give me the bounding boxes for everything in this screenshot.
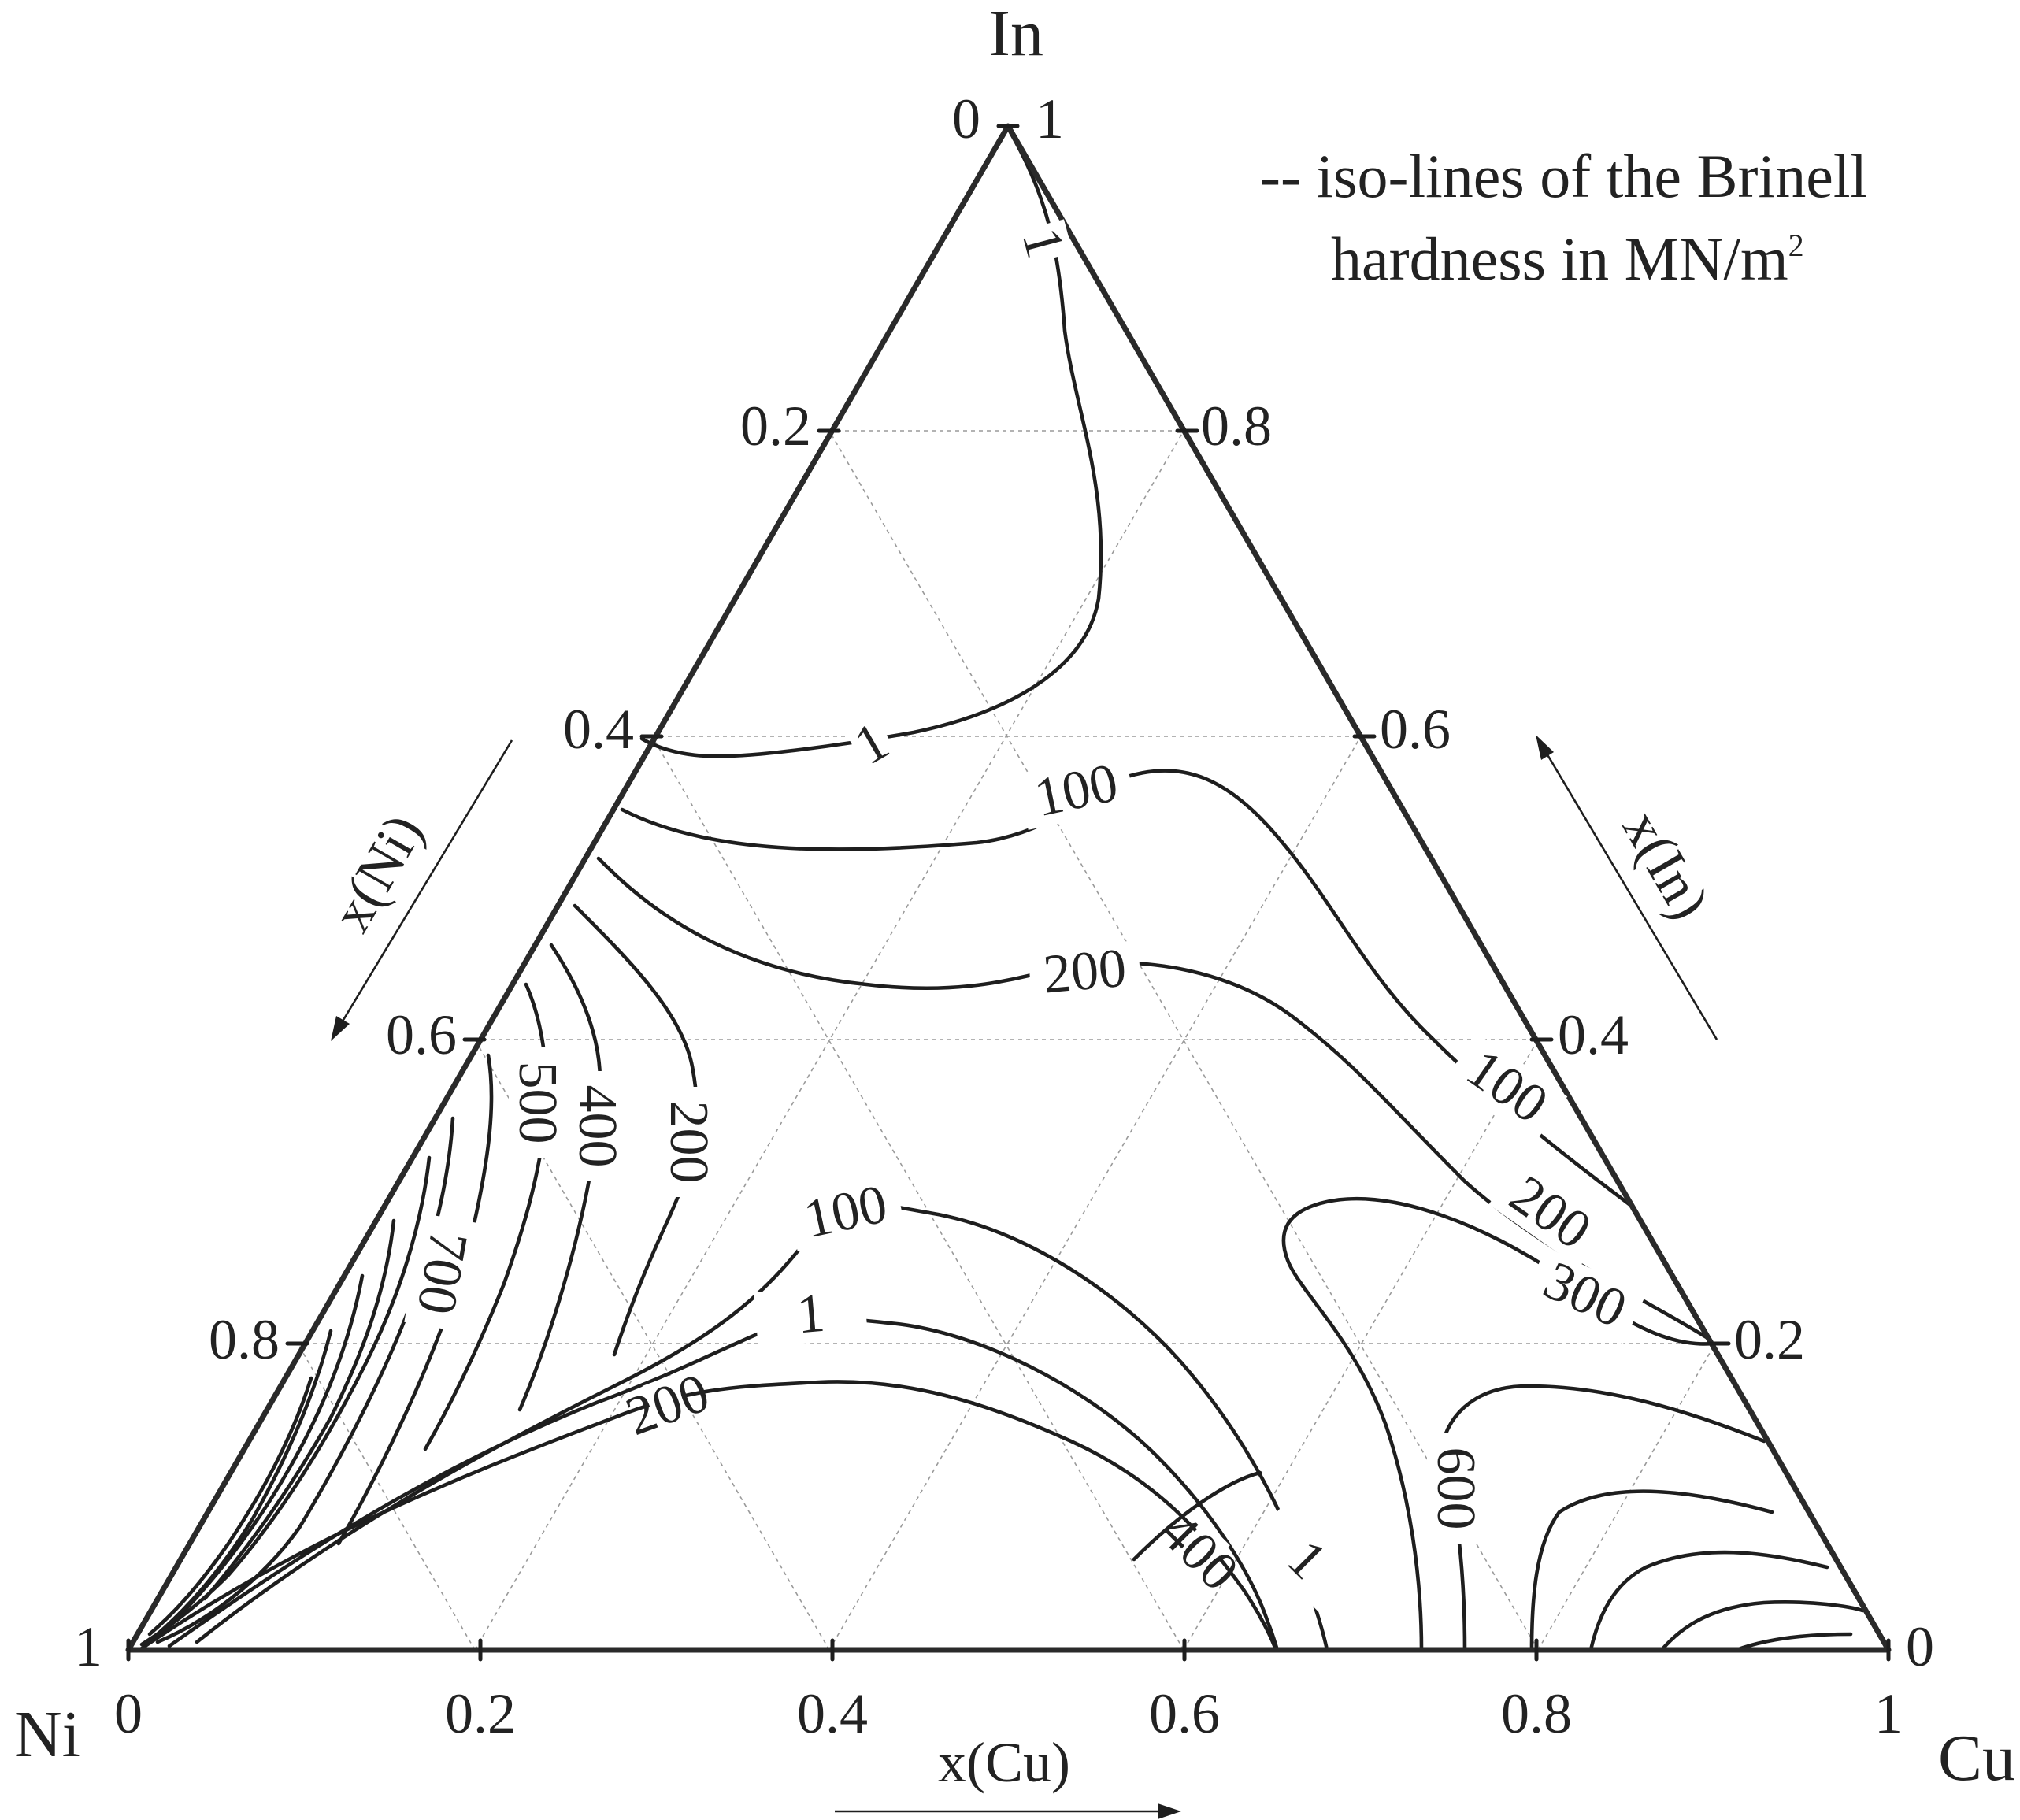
tick-label-in-0.2: 0.2 — [1734, 1308, 1805, 1371]
iso-label-group-12: 1 — [753, 1283, 869, 1347]
iso-line-labels: 1 1 100 200 100 200 300 400 — [404, 219, 1647, 1619]
iso-label: 200 — [658, 1101, 719, 1184]
axis-arrow-in — [1542, 747, 1718, 1040]
grid-line-cu-0.8 — [1537, 1343, 1716, 1651]
iso-line-500-right — [1439, 1384, 1766, 1652]
annotation-line-2: hardness in MN/m2 — [1331, 224, 1804, 293]
grid-line-cu-0.2 — [474, 430, 1184, 1651]
axis-arrowhead-in — [1536, 735, 1554, 760]
vertex-label-top: In — [988, 0, 1043, 70]
tick-label-ni-0.6: 0.6 — [386, 1003, 457, 1066]
iso-line-fan-3 — [202, 1218, 396, 1601]
tick-label-cu-1: 1 — [1874, 1682, 1903, 1745]
iso-label-group-0: 1 — [1010, 219, 1076, 265]
vertex-label-bottom-right: Cu — [1938, 1722, 2015, 1795]
tick-label-cu-0.2: 0.2 — [445, 1682, 516, 1745]
iso-label: 400 — [567, 1085, 628, 1168]
iso-line-200-right-mid — [1132, 1470, 1262, 1562]
iso-label-group-13: 200 — [618, 1362, 717, 1447]
iso-line-1-top — [639, 130, 1103, 758]
grid-line-ni-0.4 — [651, 736, 1184, 1651]
iso-label: 700 — [405, 1227, 479, 1319]
grid-line-ni-0.2 — [828, 430, 1539, 1651]
tick-label-cu-0.8: 0.8 — [1501, 1682, 1572, 1745]
iso-line-200-lower — [195, 1203, 1329, 1652]
tick-label-ni-0.8: 0.8 — [209, 1308, 280, 1371]
tick-label-in-0.6: 0.6 — [1380, 698, 1451, 761]
axis-ni: x(Ni) — [320, 739, 513, 1041]
axis-in: x(In) — [1536, 735, 1722, 1040]
tick-label-ni-0.2: 0.2 — [740, 395, 811, 458]
iso-line-550-right — [1529, 1489, 1774, 1652]
iso-label-group-8: 500 — [507, 1047, 568, 1158]
tick-label-ni-0.4: 0.4 — [563, 698, 634, 761]
axis-arrowhead-ni — [331, 1016, 350, 1041]
grid-lines — [297, 430, 1716, 1651]
tick-label-ni-0: 0 — [952, 87, 980, 150]
iso-label: 600 — [1425, 1447, 1486, 1530]
vertex-label-bottom-left: Ni — [14, 1698, 80, 1771]
tick-label-in-0: 0 — [1906, 1615, 1934, 1678]
tick-label-in-1: 1 — [1036, 87, 1064, 150]
iso-line-1-lower — [139, 1380, 1278, 1652]
iso-line-fan-2 — [139, 1155, 432, 1647]
ticks — [126, 124, 1891, 1662]
tick-label-cu-0: 0 — [114, 1682, 143, 1745]
iso-label: 500 — [507, 1062, 568, 1144]
iso-label-group-11: 100 — [786, 1173, 906, 1251]
iso-line-650-right — [1659, 1600, 1865, 1652]
triangle-frame-edges — [125, 123, 1892, 1653]
iso-line-fan-6 — [147, 1376, 313, 1637]
iso-label-group-6: 300 — [1522, 1247, 1647, 1344]
tick-label-cu-0.4: 0.4 — [797, 1682, 868, 1745]
iso-line-fan-5 — [155, 1329, 333, 1637]
iso-line-700-right — [1734, 1632, 1853, 1652]
axis-label-cu: x(Cu) — [938, 1731, 1070, 1794]
axis-arrow-ni — [337, 739, 513, 1029]
iso-line-100-upper — [620, 769, 1633, 1207]
annotation-superscript: 2 — [1788, 228, 1804, 263]
tick-label-ni-1: 1 — [74, 1615, 102, 1678]
iso-line-600-right — [1588, 1550, 1829, 1652]
tick-label-in-0.8: 0.8 — [1201, 395, 1272, 458]
iso-label-group-9: 700 — [404, 1213, 479, 1332]
iso-label: 1 — [795, 1283, 828, 1346]
iso-label-group-4: 100 — [1445, 1033, 1568, 1142]
iso-label-group-3: 200 — [1027, 938, 1143, 1006]
iso-label: 100 — [799, 1173, 892, 1250]
axis-cu: x(Cu) — [835, 1731, 1181, 1819]
iso-label-group-16: 600 — [1425, 1433, 1486, 1544]
grid-line-ni-0.8 — [297, 1343, 476, 1651]
tick-label-in-0.4: 0.4 — [1558, 1003, 1629, 1066]
iso-label-group-10: 200 — [658, 1087, 719, 1197]
tick-label-cu-0.6: 0.6 — [1149, 1682, 1220, 1745]
iso-label-group-15: 400 — [1148, 1501, 1250, 1603]
axis-arrowhead-cu — [1158, 1803, 1181, 1819]
axis-label-in: x(In) — [1610, 800, 1722, 930]
grid-line-cu-0.4 — [828, 736, 1362, 1651]
iso-label: 200 — [1041, 938, 1129, 1006]
iso-label-group-2: 100 — [1017, 752, 1136, 830]
axis-label-ni: x(Ni) — [320, 803, 436, 941]
iso-label: 100 — [1029, 752, 1123, 828]
annotation-line-1: -- iso-lines of the Brinell — [1260, 142, 1867, 210]
iso-label: 400 — [1148, 1501, 1250, 1603]
annotation-line-2-text: hardness in MN/m — [1331, 224, 1788, 293]
iso-label-group-7: 400 — [567, 1071, 628, 1181]
iso-label-group-14: 1 — [1247, 1502, 1365, 1619]
